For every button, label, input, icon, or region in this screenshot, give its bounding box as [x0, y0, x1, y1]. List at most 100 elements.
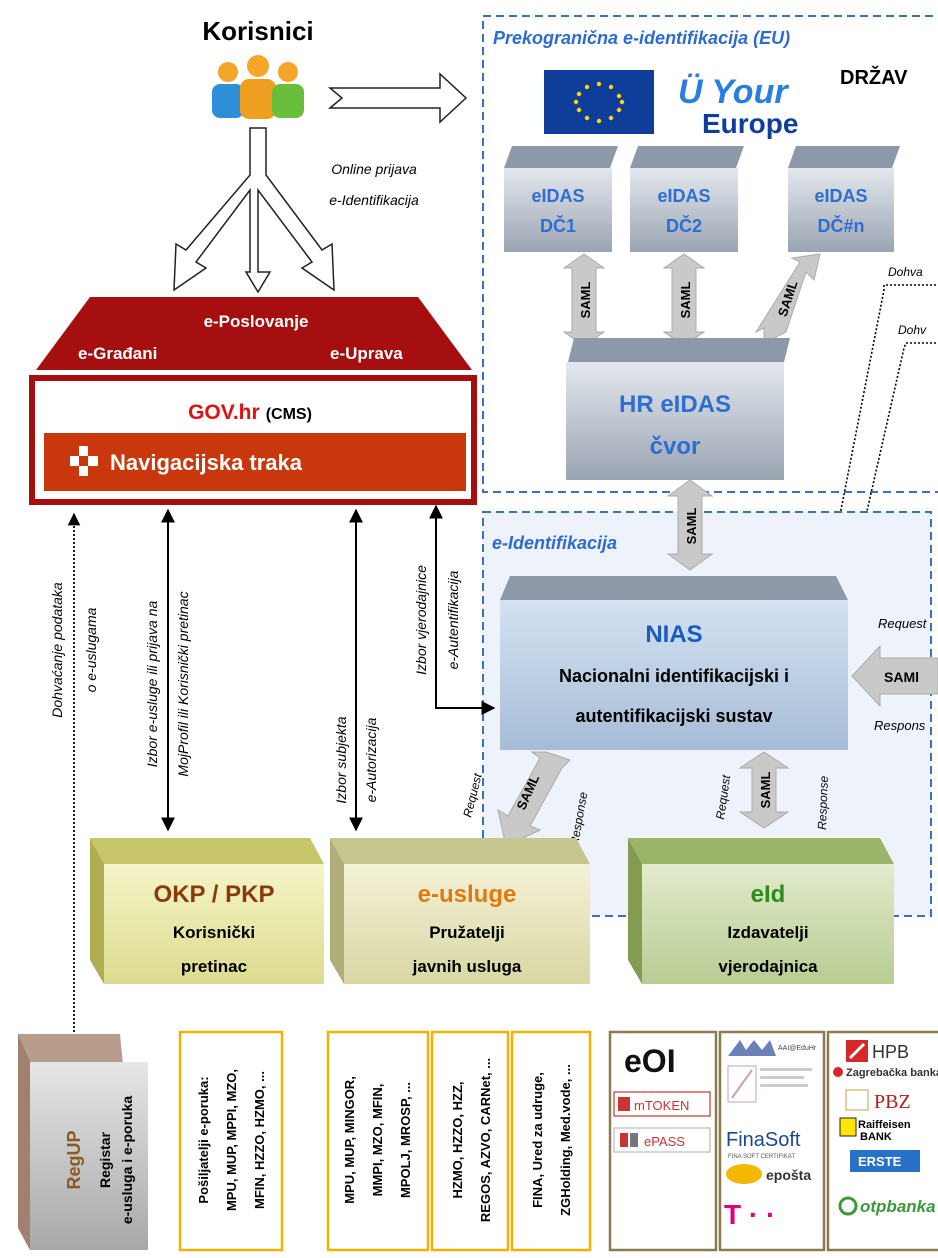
mtoken-logo: mTOKEN — [613, 1091, 711, 1117]
list-column-3-border — [430, 1030, 510, 1252]
zaba-logo: Zagrebačka banka — [833, 1067, 938, 1079]
navigation-bar-label: Navigacijska traka — [110, 450, 303, 475]
raiffeisen-logo: Raiffeisen BANK — [839, 1117, 911, 1143]
login-split-arrow-icon — [173, 127, 335, 294]
izbor-usluge-label-2: MojProfil ili Korisnički pretinac — [175, 591, 191, 776]
svg-text:eIDAS: eIDAS — [531, 186, 584, 206]
svg-text:Pružatelji: Pružatelji — [429, 923, 505, 942]
eu-flag-icon — [544, 70, 654, 134]
saml-arrow-hr-nias: SAML — [666, 479, 714, 571]
telekom-logo: T · · — [724, 1199, 775, 1230]
dohvacanje-label-2: o e-uslugama — [83, 607, 99, 692]
svg-text:Nacionalni identifikacijski i: Nacionalni identifikacijski i — [559, 666, 789, 686]
svg-text:ePASS: ePASS — [644, 1134, 685, 1149]
svg-text:HPB: HPB — [872, 1042, 909, 1062]
epass-logo: ePASS — [613, 1127, 711, 1153]
list-column-2: MPU, MUP, MINGOR, MMPI, MZO, MFIN, MPOLJ… — [342, 1076, 413, 1204]
saml-arrow-nias-eid: SAML — [738, 751, 790, 829]
eid-box[interactable]: eId Izdavatelji vjerodajnica — [628, 838, 894, 984]
e-poslovanje-label: e-Poslovanje — [204, 312, 309, 331]
hpb-logo: HPB — [846, 1040, 909, 1062]
svg-text:HR eIDAS: HR eIDAS — [619, 391, 731, 418]
eidas-node-dc1[interactable]: eIDAS DČ1 — [504, 146, 618, 252]
svg-text:vjerodajnica: vjerodajnica — [718, 957, 818, 976]
users-icon — [212, 55, 304, 119]
izbor-subjekta-label-1: Izbor subjekta — [333, 716, 349, 803]
svg-text:AAI@EduHr: AAI@EduHr — [778, 1045, 817, 1052]
svg-text:e-usluge: e-usluge — [418, 881, 517, 908]
eid-section-title: e-Identifikacija — [492, 533, 617, 553]
svg-text:Raiffeisen: Raiffeisen — [858, 1119, 911, 1131]
list-column-2-border — [326, 1030, 430, 1252]
svg-text:eIDAS: eIDAS — [657, 186, 710, 206]
request-right-label: Request — [878, 616, 928, 631]
saml-arrow-dc1: SAML — [562, 253, 606, 347]
list-column-3: HZMO, HZZO, HZZ, REGOS, AZVO, CARNet, ..… — [450, 1058, 493, 1222]
eidas-node-dcn[interactable]: eIDAS DČ#n — [788, 146, 900, 252]
svg-text:MPU, MUP, MINGOR,: MPU, MUP, MINGOR, — [342, 1076, 357, 1204]
regup-box[interactable]: RegUP Registar e-usluga i e-poruka — [18, 1034, 148, 1250]
svg-text:MFIN, HZZO, HZMO, ...: MFIN, HZZO, HZMO, ... — [252, 1071, 267, 1209]
izbor-usluge-label-1: Izbor e-usluge ili prijava na — [144, 601, 160, 768]
request-label-2: Request — [713, 774, 733, 821]
svg-text:čvor: čvor — [650, 433, 701, 460]
svg-text:autentifikacijski sustav: autentifikacijski sustav — [575, 706, 772, 726]
saml-arrow-dcn: SAML — [754, 253, 821, 347]
dohva-label-1: Dohva — [888, 265, 923, 279]
svg-text:MPU, MUP, MPPI, MZO,: MPU, MUP, MPPI, MZO, — [224, 1069, 239, 1211]
eidas-node-dc2[interactable]: eIDAS DČ2 — [630, 146, 744, 252]
list-column-4-border — [510, 1030, 592, 1252]
e-usluge-box[interactable]: e-usluge Pružatelji javnih usluga — [330, 838, 590, 984]
izbor-subjekta-label-2: e-Autorizacija — [363, 717, 379, 802]
svg-text:FINA, Ured za udruge,: FINA, Ured za udruge, — [530, 1072, 545, 1208]
svg-text:T · ·: T · · — [724, 1199, 775, 1230]
svg-text:SAML: SAML — [578, 282, 593, 319]
svg-text:ERSTE: ERSTE — [858, 1154, 902, 1169]
dotted-line-dohva-2 — [846, 342, 936, 588]
eoi-logo: eOI — [624, 1043, 676, 1079]
svg-text:NIAS: NIAS — [645, 621, 702, 648]
svg-text:DČ1: DČ1 — [540, 215, 576, 236]
svg-text:Korisnički: Korisnički — [173, 923, 255, 942]
pbz-logo: PBZ — [845, 1089, 911, 1113]
request-label-1: Request — [460, 771, 485, 818]
svg-text:DČ#n: DČ#n — [817, 215, 864, 236]
svg-text:Ü Your: Ü Your — [678, 73, 789, 111]
svg-text:BANK: BANK — [860, 1131, 892, 1143]
eu-section-title: Prekogranična e-identifikacija (EU) — [493, 28, 790, 48]
okp-pkp-box[interactable]: OKP / PKP Korisnički pretinac — [90, 838, 324, 984]
svg-text:DČ2: DČ2 — [666, 215, 702, 236]
e-gradani-label: e-Građani — [78, 344, 157, 363]
eu-arrow-icon — [327, 72, 468, 124]
svg-text:e-usluga i e-poruka: e-usluga i e-poruka — [119, 1096, 135, 1225]
nias-node[interactable]: NIAS Nacionalni identifikacijski i auten… — [500, 576, 848, 750]
svg-text:RegUP: RegUP — [64, 1130, 84, 1189]
hr-eidas-node[interactable]: HR eIDAS čvor — [566, 338, 790, 480]
e-uprava-label: e-Uprava — [330, 344, 403, 363]
svg-text:mTOKEN: mTOKEN — [634, 1098, 689, 1113]
svg-text:ZGHolding, Med.vode, ...: ZGHolding, Med.vode, ... — [558, 1064, 573, 1216]
navigation-bar[interactable] — [44, 433, 466, 491]
svg-text:eId: eId — [751, 881, 786, 908]
svg-text:Zagrebačka banka: Zagrebačka banka — [846, 1067, 938, 1079]
online-prijava-label: Online prijava — [331, 161, 417, 177]
izbor-vjerodajnice-label-1: Izbor vjerodajnice — [413, 565, 429, 675]
erste-logo: ERSTE — [850, 1150, 920, 1172]
finasoft-logo: FinaSoft FINA SOFT CERTIFIKAT — [726, 1129, 801, 1160]
svg-text:SAML: SAML — [758, 772, 773, 809]
list-column-4: FINA, Ured za udruge, ZGHolding, Med.vod… — [530, 1064, 573, 1216]
users-title: Korisnici — [202, 16, 313, 46]
svg-text:FINA SOFT CERTIFIKAT: FINA SOFT CERTIFIKAT — [728, 1154, 795, 1160]
svg-text:epošta: epošta — [766, 1167, 811, 1183]
svg-text:SAML: SAML — [684, 508, 699, 545]
portal-roof — [36, 297, 472, 370]
svg-text:eOI: eOI — [624, 1043, 676, 1079]
eposta-logo: epošta — [726, 1164, 811, 1184]
svg-text:MMPI, MZO, MFIN,: MMPI, MZO, MFIN, — [370, 1084, 385, 1197]
dohva-label-2: Dohv — [898, 323, 927, 337]
svg-text:SAML: SAML — [678, 282, 693, 319]
saml-arrow-dc2: SAML — [662, 253, 706, 347]
svg-text:REGOS, AZVO, CARNet, ...: REGOS, AZVO, CARNet, ... — [478, 1058, 493, 1222]
svg-text:otpbanka: otpbanka — [860, 1197, 936, 1216]
